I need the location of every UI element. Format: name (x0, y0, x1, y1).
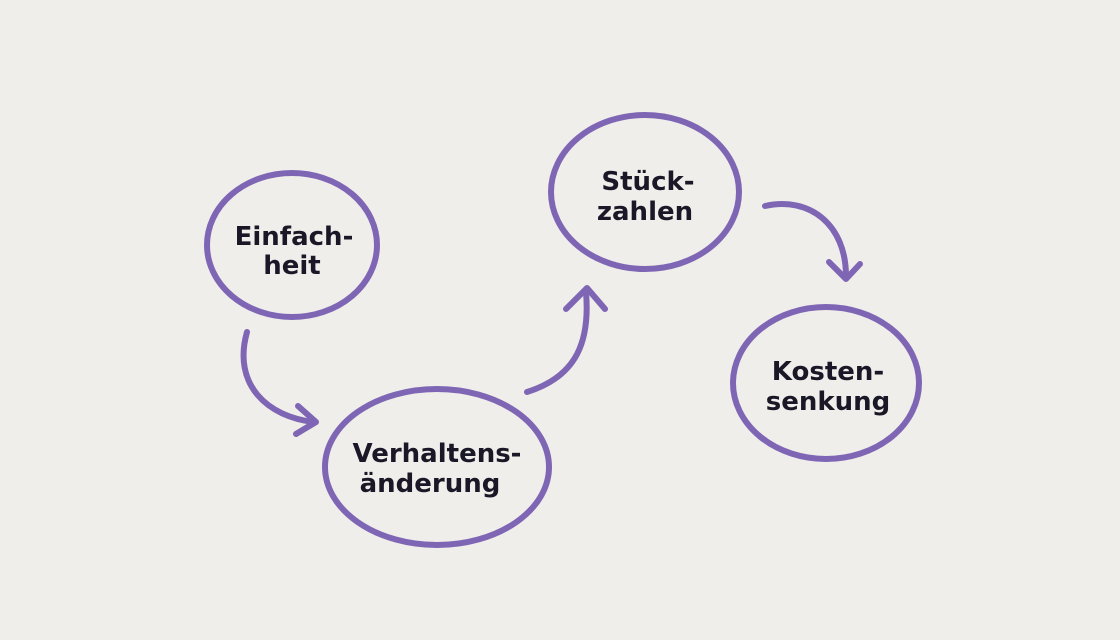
node-outline (204, 170, 380, 320)
arrow-shaft (762, 201, 849, 279)
node-label-line: Kosten- (772, 357, 884, 387)
node-label-line: zahlen (597, 197, 693, 227)
node-stueckzahlen: Stück- zahlen (548, 112, 742, 272)
node-label-line: änderung (360, 469, 501, 499)
node-outline (548, 112, 742, 272)
arrowhead-icon (563, 285, 608, 312)
node-label-line: Verhaltens- (353, 439, 522, 469)
node-label-line: heit (263, 251, 320, 281)
node-einfachheit: Einfach- heit (204, 170, 380, 320)
node-kostensenkung: Kosten- senkung (730, 304, 922, 462)
arrow-stueckzahlen-to-kostensenkung (762, 201, 863, 282)
arrow-verhaltensaenderung-to-stueckzahlen (524, 285, 608, 395)
arrow-einfachheit-to-verhaltensaenderung (240, 329, 319, 437)
node-outline (730, 304, 922, 462)
node-label-line: Stück- (601, 167, 694, 197)
node-label-line: Einfach- (235, 222, 354, 252)
arrow-shaft (524, 289, 590, 395)
arrowhead-icon (826, 259, 863, 282)
node-label-line: senkung (766, 387, 891, 417)
arrow-shaft (240, 329, 317, 425)
arrowhead-icon (293, 403, 319, 437)
node-verhaltensaenderung: Verhaltens- änderung (322, 386, 552, 548)
node-outline (322, 386, 552, 548)
